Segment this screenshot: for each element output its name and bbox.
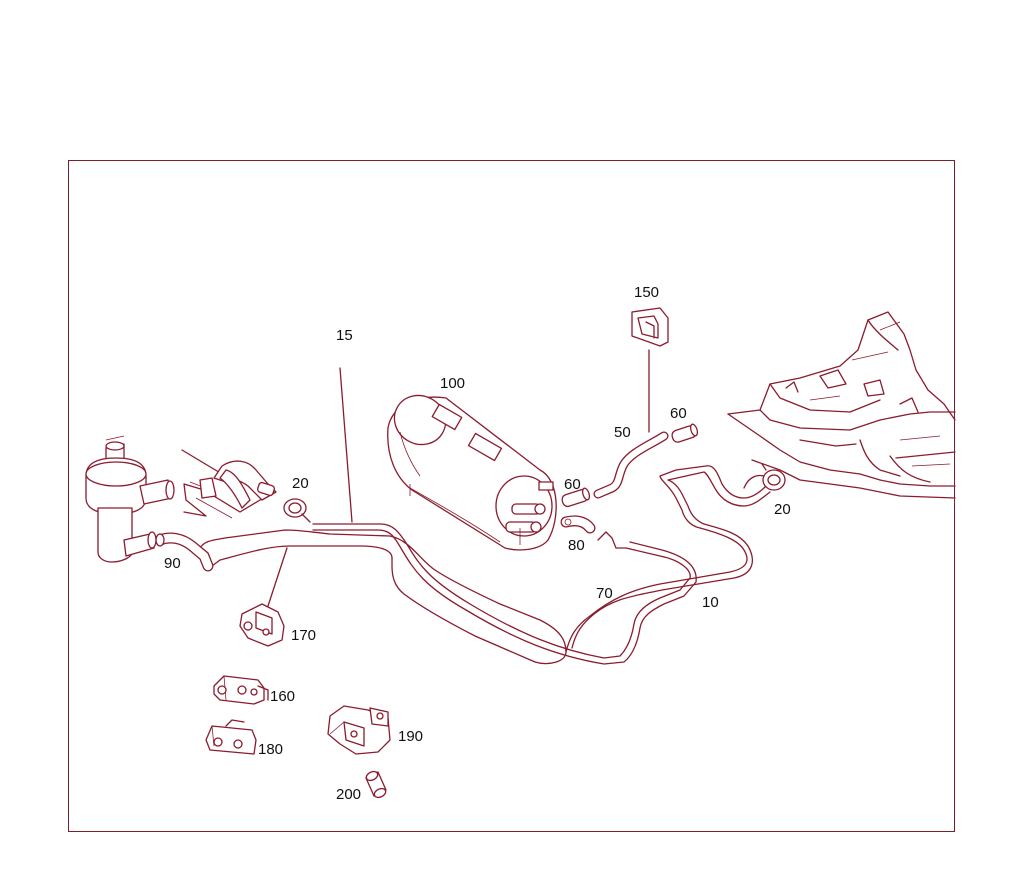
part-15-hose: [284, 344, 400, 370]
part-190-clip: [327, 705, 391, 755]
part-150-clip: [631, 307, 669, 347]
part-170-clip: [239, 603, 285, 647]
label-200: 200: [336, 786, 361, 803]
label-50: 50: [614, 424, 631, 441]
part-70-pipe: [312, 523, 697, 665]
label-80: 80: [568, 537, 585, 554]
label-70: 70: [596, 585, 613, 602]
valve-assembly: [85, 435, 175, 563]
part-50-hose: [593, 431, 669, 499]
label-90: 90: [164, 555, 181, 572]
engine-bracket: [181, 449, 277, 519]
label-150: 150: [634, 284, 659, 301]
part-60-tube-b: [561, 487, 591, 508]
vehicle-body: [727, 311, 956, 499]
label-160: 160: [270, 688, 295, 705]
part-80-elbow: [560, 515, 596, 534]
part-60-tube-a: [671, 423, 699, 443]
label-20-right: 20: [774, 501, 791, 518]
part-160-bracket: [213, 675, 269, 705]
label-20-left: 20: [292, 475, 309, 492]
part-90-connector: [154, 532, 214, 572]
label-60-mid: 60: [564, 476, 581, 493]
part-180-bracket: [205, 719, 257, 755]
part-10-pipe: [199, 465, 771, 665]
label-60-top: 60: [670, 405, 687, 422]
diagram-frame: [68, 160, 955, 832]
leader-15: [339, 367, 353, 523]
label-170: 170: [291, 627, 316, 644]
leader-170: [267, 547, 288, 607]
label-180: 180: [258, 741, 283, 758]
part-200-sleeve: [365, 770, 387, 799]
label-10: 10: [702, 594, 719, 611]
label-100: 100: [440, 375, 465, 392]
label-190: 190: [398, 728, 423, 745]
part-20-clamp-a: [283, 498, 311, 523]
part-20-clamp-b: [761, 463, 786, 491]
small-connector: [597, 531, 627, 549]
label-15: 15: [336, 327, 353, 344]
part-100-canister: [387, 394, 557, 551]
